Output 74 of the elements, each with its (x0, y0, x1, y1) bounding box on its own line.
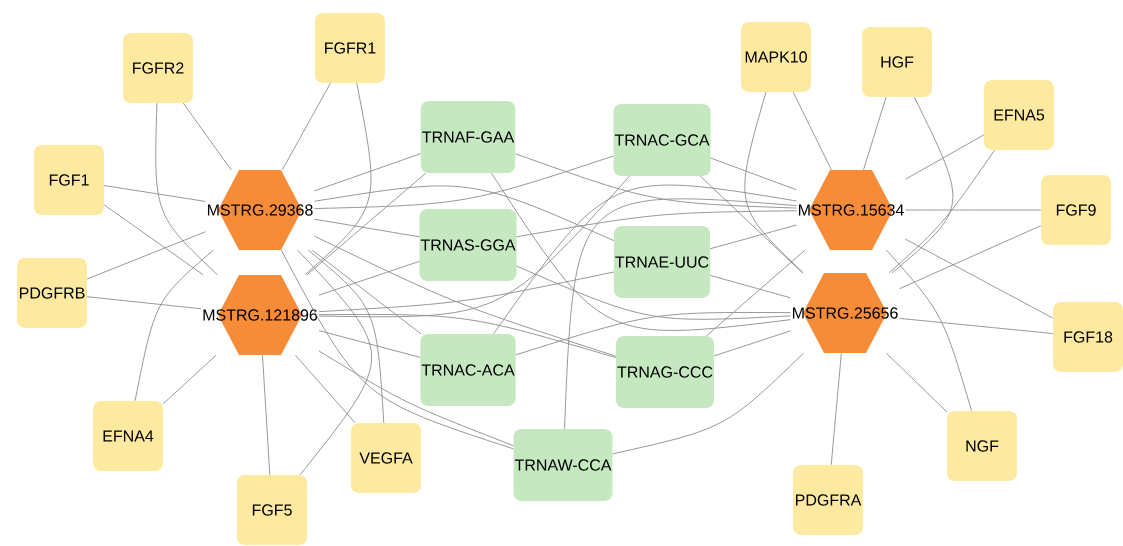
connector-line (612, 352, 804, 455)
connector-line (311, 249, 422, 335)
connector-line (314, 185, 615, 242)
rna-box: TRNAW-CCA (513, 429, 613, 501)
connector-line (103, 185, 206, 202)
connector-line (281, 82, 331, 171)
connector-line (314, 235, 617, 357)
connector-line (886, 249, 973, 412)
connector-line (792, 91, 832, 171)
connector-line (155, 102, 218, 276)
connector-line (709, 224, 797, 250)
rna-box: TRNAE-UUC (613, 226, 711, 298)
connector-line (280, 249, 514, 450)
connector-line (182, 102, 232, 171)
connector-line (905, 238, 1054, 319)
connector-line (863, 96, 887, 171)
connector-line (318, 350, 514, 447)
gene-box: FGF5 (237, 475, 307, 545)
connector-line (86, 296, 202, 310)
gene-box: PDGFRA (793, 465, 863, 535)
connector-line (699, 175, 803, 274)
connector-line (318, 260, 420, 296)
connector-line (899, 317, 1054, 334)
connector-line (885, 352, 948, 413)
connector-line (516, 265, 791, 320)
gene-box: PDGFRB (17, 258, 87, 328)
gene-box: FGFR1 (315, 13, 385, 83)
gene-box: FGF1 (34, 145, 104, 215)
rna-box: TRNAC-ACA (420, 334, 516, 406)
connector-line (905, 209, 1042, 211)
connector-line (314, 155, 614, 210)
rna-box: TRNAG-CCC (616, 336, 714, 408)
connector-line (514, 153, 797, 209)
connector-line (744, 91, 804, 274)
gene-box: EFNA4 (93, 401, 163, 471)
connector-line (899, 225, 1042, 290)
connector-line (888, 149, 996, 274)
connector-line (304, 82, 372, 276)
rna-box: TRNAS-GGA (419, 209, 517, 281)
connector-line (318, 330, 421, 358)
connector-line (516, 210, 797, 238)
connector-line (905, 134, 985, 180)
connector-line (318, 314, 617, 359)
connector-line (262, 354, 271, 476)
connector-line (713, 330, 791, 357)
gene-box: NGF (947, 411, 1017, 481)
connector-line (103, 204, 204, 276)
gene-box: FGF18 (1053, 302, 1123, 372)
gene-box: HGF (862, 27, 932, 97)
connector-line (706, 249, 806, 337)
gene-box: FGF9 (1041, 175, 1111, 245)
connector-line (306, 172, 427, 276)
connector-line (891, 96, 953, 274)
connector-line (830, 352, 842, 466)
connector-line (318, 271, 615, 313)
connector-line (318, 175, 630, 318)
gene-box: MAPK10 (741, 22, 811, 92)
rna-box: TRNAC-GCA (613, 104, 711, 176)
gene-box: FGFR2 (123, 33, 193, 103)
connector-line (86, 231, 206, 280)
connector-line (314, 218, 420, 238)
connector-line (134, 249, 214, 402)
connector-line (314, 153, 422, 192)
connector-line (564, 198, 797, 430)
gene-box: EFNA5 (984, 80, 1054, 150)
gene-box: VEGFA (351, 423, 421, 493)
connector-line (294, 354, 356, 424)
connector-line (162, 354, 217, 405)
connector-line (709, 275, 791, 299)
connector-line (307, 249, 385, 424)
rna-box: TRNAF-GAA (420, 101, 516, 173)
connector-line (710, 157, 797, 191)
connector-line (297, 249, 373, 476)
connector-line (515, 312, 791, 356)
